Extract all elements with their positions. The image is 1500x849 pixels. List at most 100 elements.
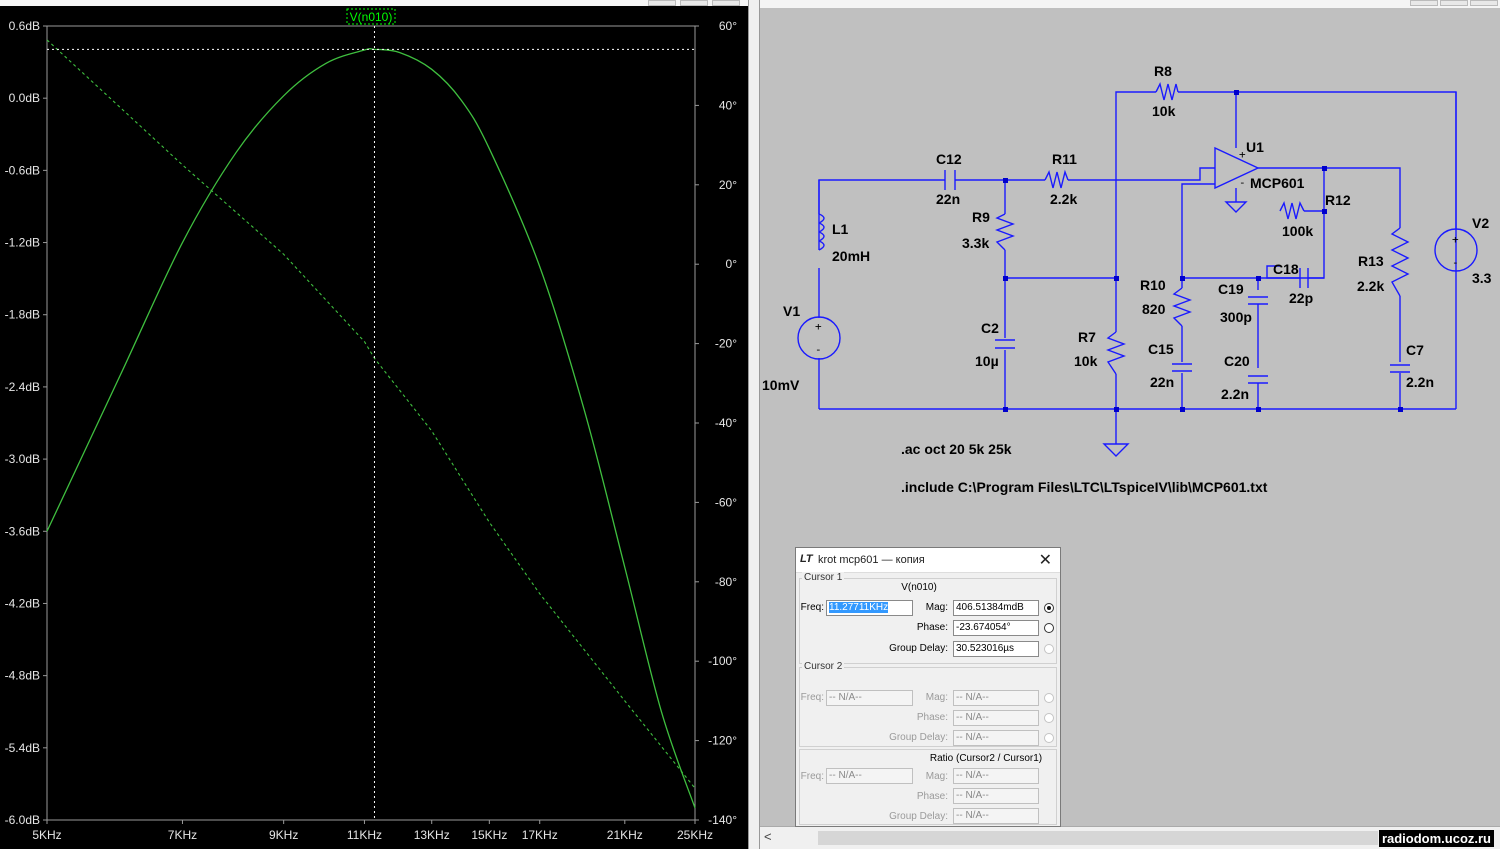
schematic-canvas[interactable]: R8 10k C12 22n R11 2.2k U1 MCP601 R12 10… xyxy=(760,0,1500,826)
mag-tick-label: -6.0dB xyxy=(5,813,40,827)
maximize-icon[interactable] xyxy=(1440,0,1468,6)
cursor-readout-dialog[interactable]: LT krot mcp601 — копия ✕ Cursor 1 V(n010… xyxy=(795,547,1061,827)
cursor2-group xyxy=(799,667,1057,747)
v2-minus-sign: - xyxy=(1452,256,1459,269)
phase-tick-label: 20° xyxy=(719,178,737,192)
cursor2-gd-field[interactable]: -- N/A-- xyxy=(953,730,1039,746)
freq-tick-label: 21KHz xyxy=(607,828,643,842)
phase-tick-label: -40° xyxy=(715,416,737,430)
cursor2-phase-field[interactable]: -- N/A-- xyxy=(953,710,1039,726)
maximize-icon[interactable] xyxy=(680,0,708,6)
value-c15: 22n xyxy=(1150,374,1174,390)
freq-tick-label: 11KHz xyxy=(347,828,382,842)
value-r12: 100k xyxy=(1282,223,1313,239)
dialog-titlebar[interactable]: LT krot mcp601 — копия ✕ xyxy=(796,548,1060,573)
freq-tick-label: 17KHz xyxy=(522,828,558,842)
ratio-phase-field[interactable]: -- N/A-- xyxy=(953,788,1039,804)
label-r7: R7 xyxy=(1078,329,1096,345)
dialog-title: krot mcp601 — копия xyxy=(818,554,925,566)
mag-tick-label: -1.8dB xyxy=(5,308,40,322)
label-l1: L1 xyxy=(832,221,849,237)
ratio-group xyxy=(799,749,1057,825)
close-icon[interactable]: ✕ xyxy=(1038,552,1052,569)
cursor1-group xyxy=(799,578,1057,664)
cursor1-gd-field[interactable]: 30.523016µs xyxy=(953,641,1039,657)
cursor2-freq-field[interactable]: -- N/A-- xyxy=(826,690,913,706)
trace-label[interactable]: V(n010) xyxy=(350,10,393,24)
value-v2: 3.3 xyxy=(1472,270,1492,286)
ratio-gd-field[interactable]: -- N/A-- xyxy=(953,808,1039,824)
label-v1: V1 xyxy=(783,303,800,319)
mag-tick-label: 0.6dB xyxy=(9,19,40,33)
ratio-freq-field[interactable]: -- N/A-- xyxy=(826,768,913,784)
ratio-mag-label: Mag: xyxy=(925,771,948,782)
cursor1-freq-field[interactable]: 11.27711KHz xyxy=(826,600,913,616)
cursor2-mag-radio[interactable] xyxy=(1044,693,1054,703)
cursor2-phase-radio[interactable] xyxy=(1044,713,1054,723)
scroll-left-icon[interactable]: < xyxy=(764,829,772,844)
mag-tick-label: -3.6dB xyxy=(5,524,40,538)
phase-tick-label: -100° xyxy=(708,654,737,668)
cursor2-phase-label: Phase: xyxy=(916,712,948,723)
value-r10: 820 xyxy=(1142,301,1166,317)
label-u1: U1 xyxy=(1246,139,1264,155)
scrollbar-thumb[interactable] xyxy=(818,831,1378,845)
label-v2: V2 xyxy=(1472,215,1489,231)
label-c2: C2 xyxy=(981,320,999,336)
minimize-icon[interactable] xyxy=(648,0,676,6)
cursor1-phase-field[interactable]: -23.674054° xyxy=(953,620,1039,636)
cursor1-group-label: Cursor 1 xyxy=(802,572,845,583)
mag-tick-label: -2.4dB xyxy=(5,380,40,394)
ac-directive[interactable]: .ac oct 20 5k 25k xyxy=(901,441,1012,457)
ratio-mag-field[interactable]: -- N/A-- xyxy=(953,768,1039,784)
cursor1-phase-radio[interactable] xyxy=(1044,623,1054,633)
phase-tick-label: -60° xyxy=(715,495,737,509)
trace-label-box[interactable] xyxy=(346,8,396,25)
close-icon[interactable] xyxy=(712,0,740,6)
close-icon[interactable] xyxy=(1470,0,1498,6)
v1-minus-sign: - xyxy=(815,343,822,356)
cursor1-phase-label: Phase: xyxy=(916,622,948,633)
waveform-plot[interactable]: 0.6dB0.0dB-0.6dB-1.2dB-1.8dB-2.4dB-3.0dB… xyxy=(0,0,748,849)
value-r7: 10k xyxy=(1074,353,1098,369)
value-v1: 10mV xyxy=(762,377,800,393)
cursor2-mag-label: Mag: xyxy=(925,692,948,703)
value-r11: 2.2k xyxy=(1050,191,1077,207)
label-r10: R10 xyxy=(1140,277,1166,293)
mag-tick-label: -1.2dB xyxy=(5,236,40,250)
value-c2: 10µ xyxy=(975,353,999,369)
value-c20: 2.2n xyxy=(1221,386,1249,402)
label-r12: R12 xyxy=(1325,192,1351,208)
pane-splitter[interactable] xyxy=(748,0,760,849)
cursor1-mag-radio[interactable] xyxy=(1044,603,1054,613)
cursor2-mag-field[interactable]: -- N/A-- xyxy=(953,690,1039,706)
include-directive[interactable]: .include C:\Program Files\LTC\LTspiceIV\… xyxy=(901,479,1268,495)
schematic-wires xyxy=(797,81,1478,457)
value-r9: 3.3k xyxy=(962,235,989,251)
cursor1-gd-radio[interactable] xyxy=(1044,644,1054,654)
cursor2-freq-label: Freq: xyxy=(800,692,824,703)
label-c7: C7 xyxy=(1406,342,1424,358)
minimize-icon[interactable] xyxy=(1410,0,1438,6)
label-c20: C20 xyxy=(1224,353,1250,369)
cursor1-trace-name: V(n010) xyxy=(901,582,937,593)
cursor2-gd-label: Group Delay: xyxy=(889,732,948,743)
v1-plus-sign: + xyxy=(815,320,822,333)
freq-tick-label: 5KHz xyxy=(32,828,61,842)
value-r8: 10k xyxy=(1152,103,1176,119)
phase-tick-label: -80° xyxy=(715,575,737,589)
mag-tick-label: -4.8dB xyxy=(5,669,40,683)
horizontal-scrollbar[interactable]: < xyxy=(760,826,1500,849)
mag-tick-label: -3.0dB xyxy=(5,452,40,466)
u1-plus-pin: + xyxy=(1239,148,1246,161)
cursor1-mag-field[interactable]: 406.51384mdB xyxy=(953,600,1039,616)
mag-tick-label: -5.4dB xyxy=(5,741,40,755)
plot-frame xyxy=(46,25,696,821)
ratio-title: Ratio (Cursor2 / Cursor1) xyxy=(929,753,1043,764)
freq-tick-label: 9KHz xyxy=(269,828,298,842)
label-r9: R9 xyxy=(972,209,990,225)
label-r11: R11 xyxy=(1052,151,1077,167)
freq-tick-label: 25KHz xyxy=(677,828,713,842)
cursor2-gd-radio[interactable] xyxy=(1044,733,1054,743)
